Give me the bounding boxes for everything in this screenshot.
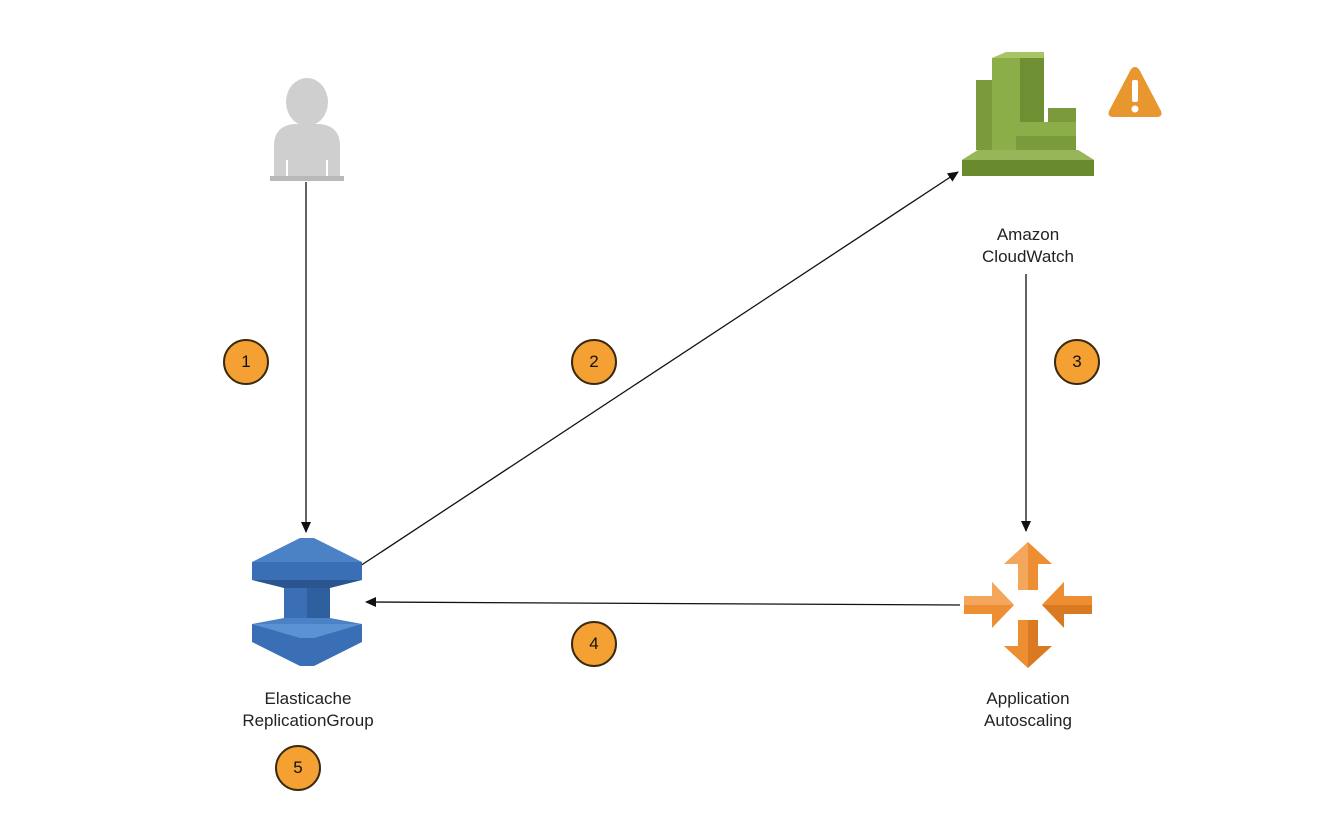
arrow-elasticache-to-cloudwatch	[359, 171, 959, 567]
autoscaling-label-line2: Autoscaling	[984, 711, 1072, 730]
elasticache-icon	[252, 538, 362, 666]
cloudwatch-label-line1: Amazon	[996, 225, 1060, 244]
warning-icon	[1108, 67, 1162, 117]
step-1-badge: 1	[223, 339, 269, 385]
autoscaling-label-line1: Application	[986, 689, 1070, 708]
autoscaling-label: Application Autoscaling	[928, 688, 1128, 732]
cloudwatch-label-line2: CloudWatch	[982, 247, 1074, 266]
step-2-badge: 2	[571, 339, 617, 385]
user-icon	[270, 78, 344, 181]
cloudwatch-icon	[962, 52, 1094, 176]
step-5-badge: 5	[275, 745, 321, 791]
cloudwatch-label: Amazon CloudWatch	[928, 224, 1128, 268]
arrow-autoscaling-to-elasticache	[365, 597, 961, 608]
elasticache-label: Elasticache ReplicationGroup	[208, 688, 408, 732]
elasticache-label-line1: Elasticache	[264, 689, 352, 708]
step-4-badge: 4	[571, 621, 617, 667]
step-3-badge: 3	[1054, 339, 1100, 385]
autoscaling-icon	[964, 542, 1092, 668]
elasticache-label-line2: ReplicationGroup	[242, 711, 374, 730]
